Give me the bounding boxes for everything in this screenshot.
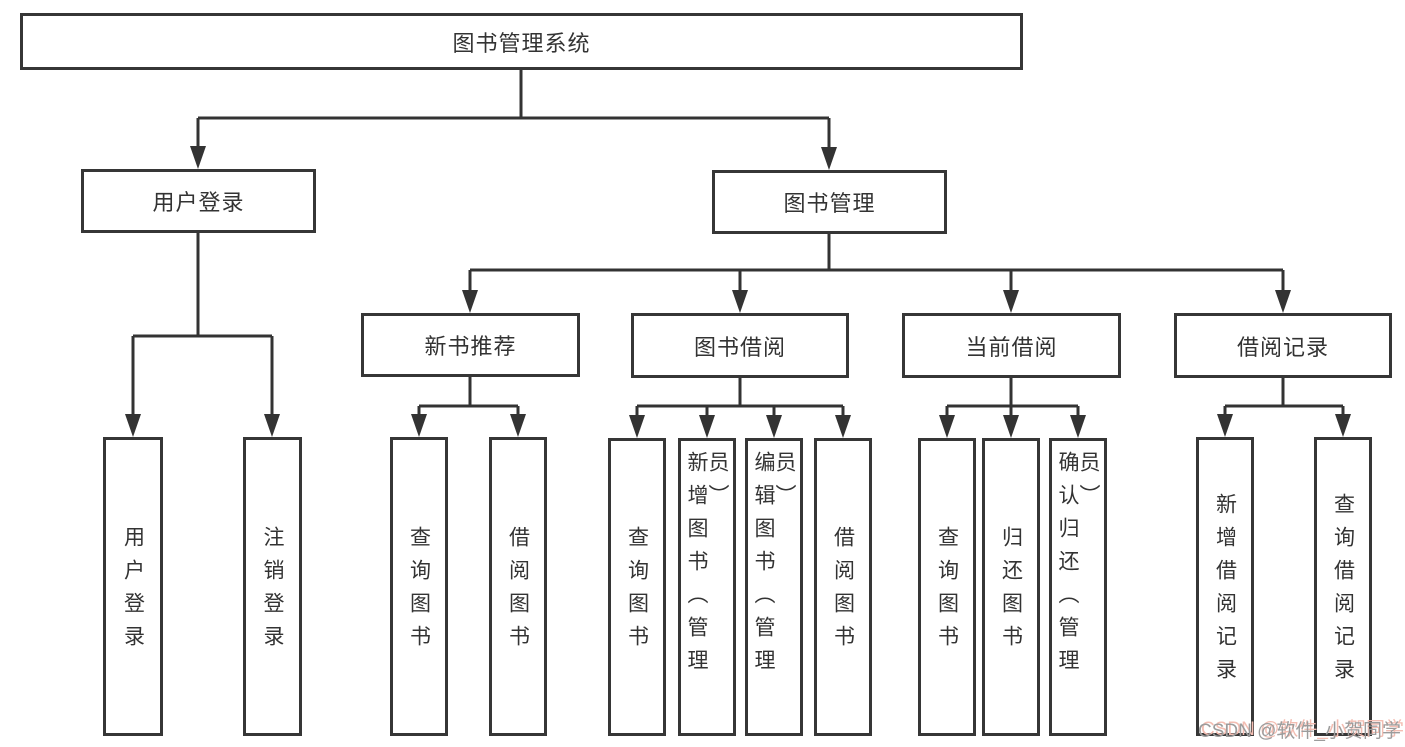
node-label: 新增图书（管理员）: [685, 451, 729, 682]
node-label: 图书管理系统: [452, 30, 591, 56]
node-label: 借阅记录: [1236, 334, 1329, 360]
node-new-book-recommend: 新书推荐: [361, 313, 580, 377]
leaf-user-login: 用户登录: [103, 437, 163, 736]
node-label: 图书管理: [783, 191, 876, 216]
node-label: 当前借阅: [965, 334, 1058, 360]
leaf-return-books: 归还图书: [982, 438, 1040, 736]
node-borrow-record: 借阅记录: [1174, 313, 1392, 378]
leaf-borrow-books-recommend: 借阅图书: [489, 437, 547, 736]
node-book-borrow: 图书借阅: [631, 313, 849, 378]
leaf-query-books-borrow: 查询图书: [608, 438, 666, 736]
leaf-add-borrow-record: 新增借阅记录: [1196, 437, 1254, 736]
node-library-management-system: 图书管理系统: [20, 13, 1023, 70]
leaf-borrow-books: 借阅图书: [814, 438, 872, 736]
leaf-query-books-recommend: 查询图书: [390, 437, 448, 736]
leaf-query-books-current: 查询图书: [918, 438, 976, 736]
node-label: 编辑图书（管理员）: [752, 451, 796, 682]
node-label: 用户登录: [121, 525, 145, 658]
node-label: 注销登录: [261, 525, 284, 658]
node-book-management: 图书管理: [712, 170, 947, 234]
leaf-query-borrow-record: 查询借阅记录: [1314, 437, 1372, 736]
arrowheads: [125, 146, 1351, 438]
connector-segments: [131, 70, 1345, 416]
node-label: 查询借阅记录: [1331, 492, 1355, 691]
node-current-borrow: 当前借阅: [902, 313, 1121, 378]
node-user-login: 用户登录: [81, 169, 316, 233]
node-label: 借阅图书: [506, 525, 530, 658]
node-label: 归还图书: [999, 526, 1023, 658]
node-label: 用户登录: [152, 190, 245, 215]
leaf-edit-books-admin: 编辑图书（管理员）: [745, 438, 803, 736]
node-label: 查询图书: [935, 526, 959, 658]
node-label: 借阅图书: [831, 526, 855, 658]
node-label: 新增借阅记录: [1213, 492, 1237, 691]
node-label: 确认归还（管理员）: [1056, 451, 1100, 682]
node-label: 查询图书: [407, 525, 431, 658]
leaf-logout: 注销登录: [243, 437, 302, 736]
leaf-confirm-return-admin: 确认归还（管理员）: [1049, 438, 1107, 736]
leaf-add-books-admin: 新增图书（管理员）: [678, 438, 736, 736]
csdn-watermark: CSDN @软件_小贺同学: [1198, 721, 1401, 742]
node-label: 查询图书: [625, 526, 649, 658]
node-label: 图书借阅: [693, 334, 786, 360]
node-label: 新书推荐: [424, 334, 517, 359]
